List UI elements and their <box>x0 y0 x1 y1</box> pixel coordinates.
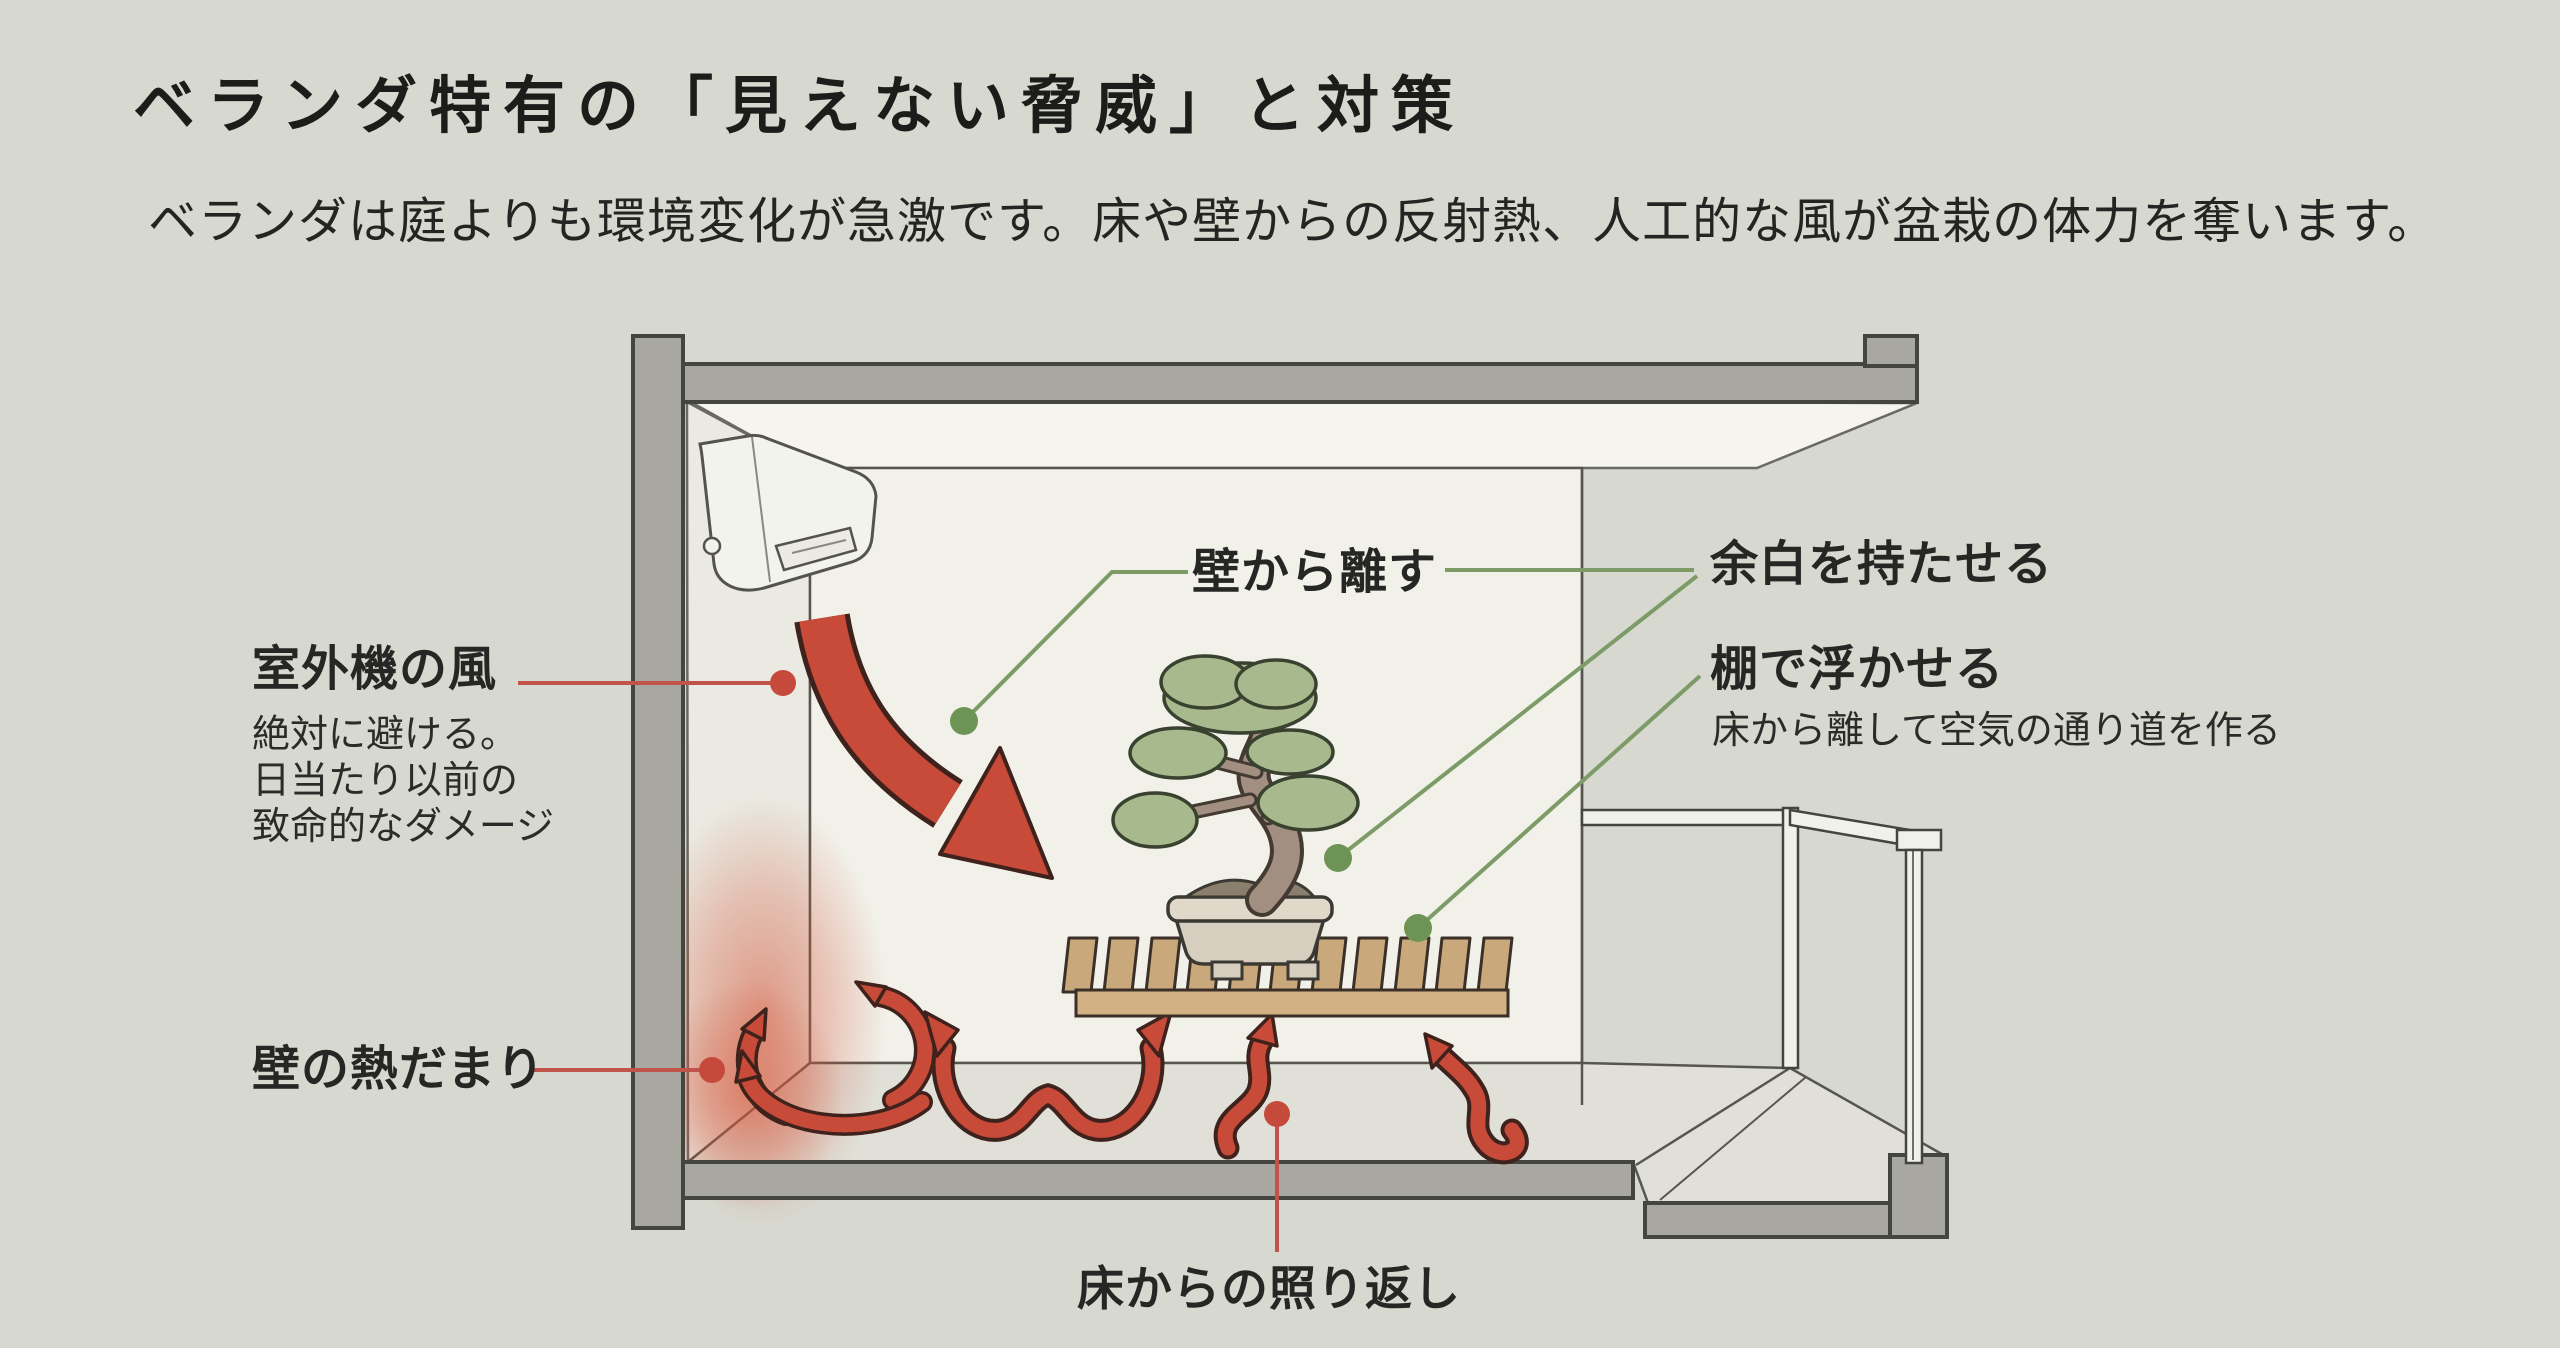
ac-wind-arrow <box>794 613 1054 880</box>
label-allow-margin: 余白を持たせる <box>1710 538 2054 591</box>
balcony-railing <box>1580 806 1943 1165</box>
measure-leader-dots <box>950 707 1432 942</box>
label-outdoor-unit-wind-desc: 絶対に避ける。 日当たり以前の 致命的なダメージ <box>252 712 554 850</box>
label-floor-reflection: 床からの照り返し <box>1077 1262 1461 1315</box>
desc-line: 致命的なダメージ <box>252 806 555 848</box>
threat-leader-dots <box>699 670 1290 1127</box>
bonsai-tree <box>1111 654 1360 981</box>
desc-line: 絶対に避ける。 <box>252 714 519 756</box>
concrete-frame <box>631 334 1949 1239</box>
page-subtitle: ベランダは庭よりも環境変化が急激です。床や壁からの反射熱、人工的な風が盆栽の体力… <box>148 195 2438 249</box>
floor-heat-arrows <box>923 1010 1529 1165</box>
air-conditioner-unit <box>698 433 878 592</box>
heat-swirl-arrows <box>734 980 936 1136</box>
label-raise-on-shelf: 棚で浮かせる <box>1710 643 2005 696</box>
threat-leader-lines <box>518 681 1279 1252</box>
label-raise-on-shelf-desc: 床から離して空気の通り道を作る <box>1712 710 2281 752</box>
page-title: ベランダ特有の「見えない脅威」と対策 <box>133 73 1466 141</box>
label-keep-away-from-wall: 壁から離す <box>1192 546 1438 599</box>
desc-line: 日当たり以前の <box>252 760 519 802</box>
measure-leader-lines <box>962 568 1702 930</box>
label-wall-heat-pool: 壁の熱だまり <box>252 1043 546 1096</box>
label-outdoor-unit-wind: 室外機の風 <box>252 643 498 696</box>
